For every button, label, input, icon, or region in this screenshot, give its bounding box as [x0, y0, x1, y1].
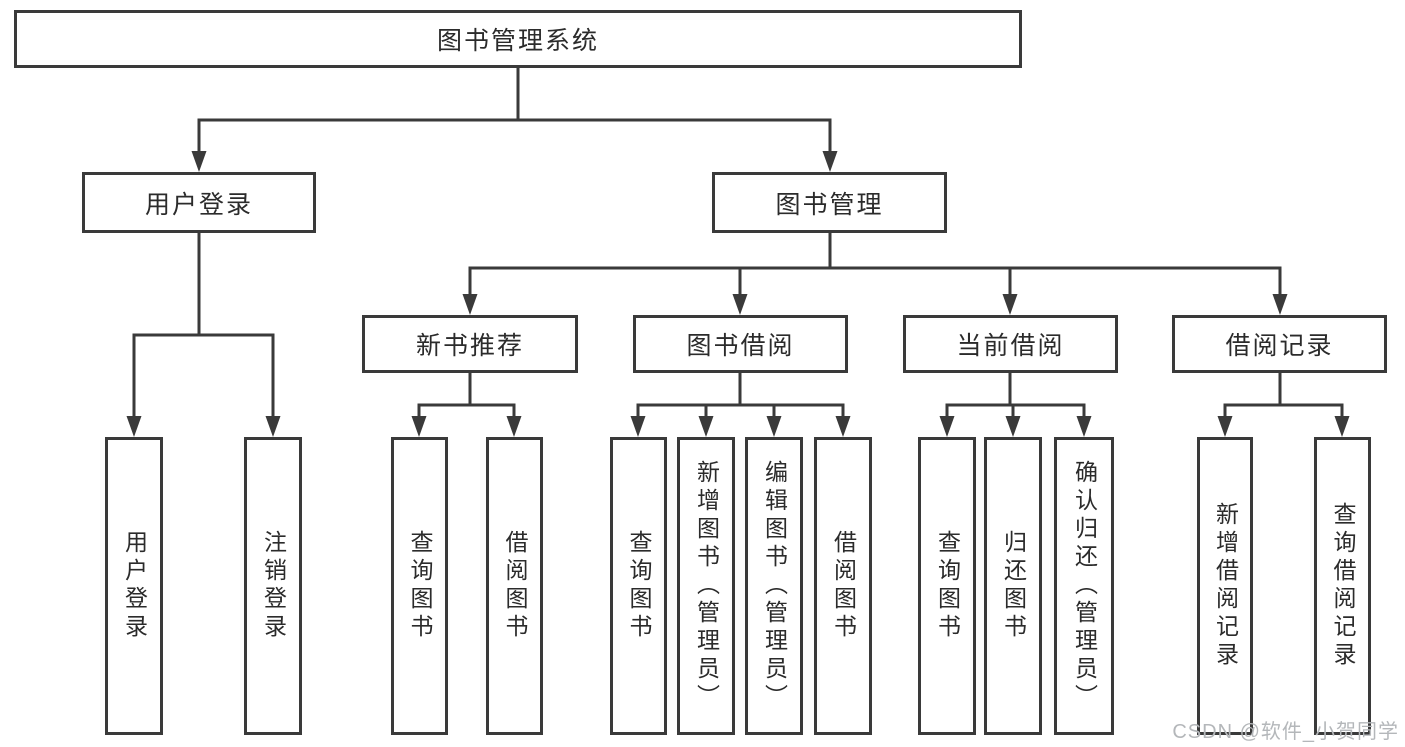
- node-library-system: 图书管理系统: [14, 10, 1022, 68]
- leaf-recommend-borrow-books: 借阅图书: [486, 437, 543, 735]
- node-borrow-records: 借阅记录: [1172, 315, 1387, 373]
- leaf-recommend-query-books-label: 查询图书: [407, 530, 433, 642]
- node-library-system-label: 图书管理系统: [436, 27, 599, 55]
- node-new-book-recommend-label: 新书推荐: [415, 332, 524, 360]
- node-book-management: 图书管理: [712, 172, 947, 233]
- node-book-borrowing: 图书借阅: [633, 315, 848, 373]
- leaf-add-borrow-record: 新增借阅记录: [1197, 437, 1253, 735]
- leaf-recommend-borrow-books-label: 借阅图书: [502, 530, 528, 642]
- leaf-current-query-books-label: 查询图书: [934, 530, 961, 642]
- leaf-current-query-books: 查询图书: [918, 437, 976, 735]
- node-current-borrowing-label: 当前借阅: [956, 332, 1065, 360]
- leaf-query-borrow-record: 查询借阅记录: [1314, 437, 1371, 735]
- leaf-query-borrow-record-label: 查询借阅记录: [1330, 502, 1356, 670]
- leaf-edit-book-admin: 编辑图书（管理员）: [745, 437, 803, 735]
- leaf-add-book-admin-label: 新增图书（管理员）: [693, 460, 720, 712]
- node-user-login: 用户登录: [82, 172, 316, 233]
- leaf-edit-book-admin-label: 编辑图书（管理员）: [761, 460, 788, 712]
- leaf-return-books: 归还图书: [984, 437, 1042, 735]
- node-current-borrowing: 当前借阅: [903, 315, 1118, 373]
- leaf-confirm-return-admin-label: 确认归还（管理员）: [1071, 460, 1098, 712]
- leaf-borrowing-query-books-label: 查询图书: [626, 530, 652, 642]
- node-book-borrowing-label: 图书借阅: [686, 332, 795, 360]
- node-user-login-label: 用户登录: [144, 190, 253, 219]
- leaf-logout-label: 注销登录: [260, 530, 287, 642]
- leaf-add-borrow-record-label: 新增借阅记录: [1212, 502, 1239, 670]
- watermark: CSDN @软件_小贺同学: [1172, 721, 1399, 743]
- leaf-borrowing-borrow-books: 借阅图书: [814, 437, 872, 735]
- leaf-confirm-return-admin: 确认归还（管理员）: [1054, 437, 1114, 735]
- node-book-management-label: 图书管理: [775, 190, 884, 219]
- leaf-user-login: 用户登录: [105, 437, 163, 735]
- leaf-logout: 注销登录: [244, 437, 302, 735]
- node-borrow-records-label: 借阅记录: [1225, 332, 1334, 360]
- leaf-return-books-label: 归还图书: [1000, 530, 1027, 642]
- leaf-recommend-query-books: 查询图书: [391, 437, 448, 735]
- leaf-borrowing-borrow-books-label: 借阅图书: [830, 530, 857, 642]
- leaf-borrowing-query-books: 查询图书: [610, 437, 667, 735]
- leaf-add-book-admin: 新增图书（管理员）: [677, 437, 735, 735]
- leaf-user-login-label: 用户登录: [121, 530, 148, 642]
- node-new-book-recommend: 新书推荐: [362, 315, 578, 373]
